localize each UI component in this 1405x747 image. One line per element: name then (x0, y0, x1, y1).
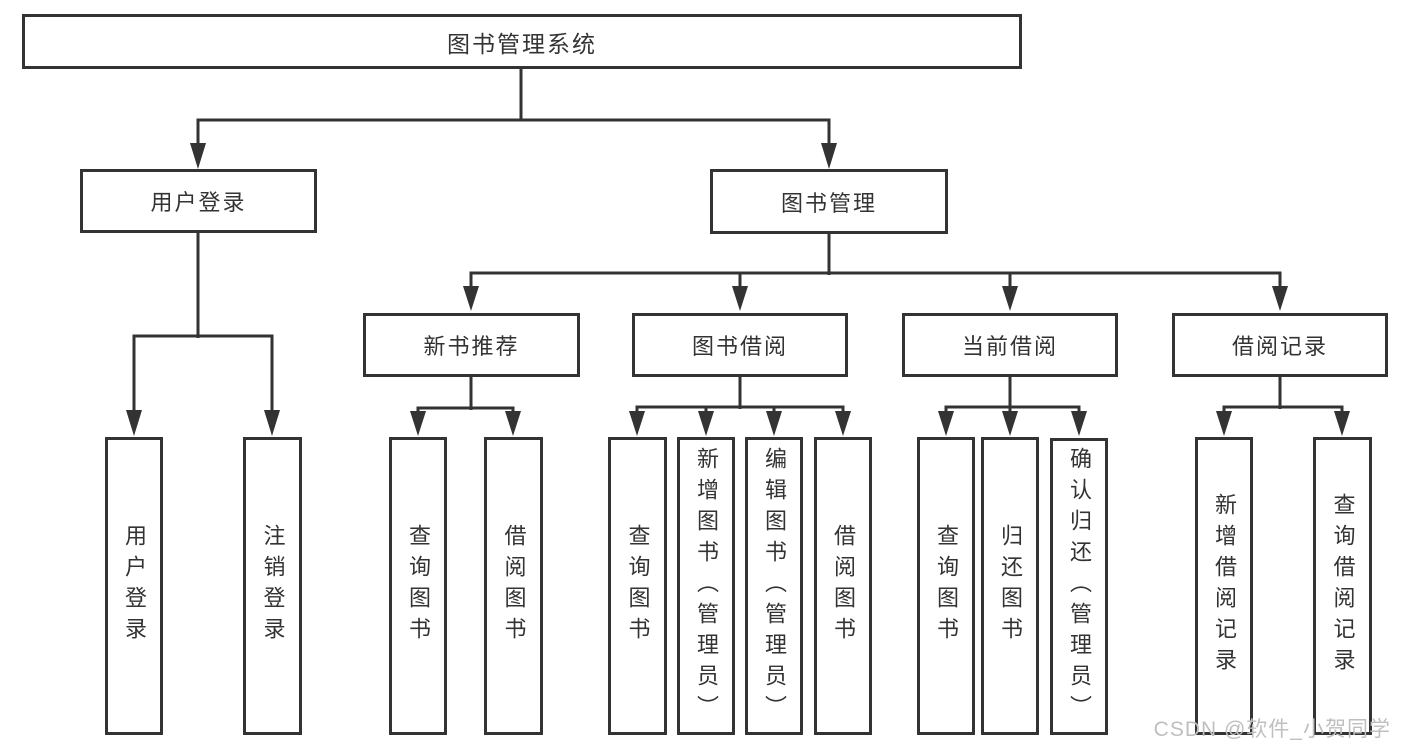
csdn-watermark: CSDN @软件_小贺同学 (1153, 718, 1391, 741)
leaf-label: 新增借阅记录 (1212, 493, 1237, 679)
leaf-label: 归还图书 (998, 524, 1023, 648)
leaf-query-book: 查询图书 (389, 437, 447, 735)
leaf-label: 注销登录 (260, 524, 286, 648)
node-current-borrow: 当前借阅 (902, 313, 1118, 377)
leaf-confirm-return-admin: 确认归还（管理员） (1050, 438, 1108, 735)
leaf-add-book-admin: 新增图书（管理员） (677, 437, 735, 735)
leaf-add-borrow-record: 新增借阅记录 (1195, 437, 1253, 735)
leaf-borrow-book: 借阅图书 (814, 437, 872, 735)
node-label: 图书管理系统 (447, 30, 597, 57)
leaf-label: 确认归还（管理员） (1067, 447, 1092, 726)
leaf-label: 借阅图书 (831, 524, 856, 648)
node-borrow-records: 借阅记录 (1172, 313, 1388, 377)
node-book-management: 图书管理 (710, 169, 948, 234)
leaf-label: 查询图书 (406, 524, 431, 648)
leaf-label: 编辑图书（管理员） (762, 446, 787, 726)
node-label: 用户登录 (150, 190, 247, 215)
node-book-borrow: 图书借阅 (632, 313, 848, 377)
leaf-edit-book-admin: 编辑图书（管理员） (745, 437, 803, 735)
node-label: 图书借阅 (691, 334, 788, 359)
node-label: 图书管理 (780, 190, 877, 216)
leaf-label: 查询图书 (625, 524, 651, 648)
leaf-label: 借阅图书 (501, 524, 527, 648)
node-label: 新书推荐 (423, 334, 520, 359)
node-user-login: 用户登录 (80, 169, 317, 233)
leaf-return-book: 归还图书 (981, 437, 1039, 735)
leaf-query-borrow-record: 查询借阅记录 (1313, 437, 1372, 735)
leaf-label: 用户登录 (122, 524, 147, 648)
leaf-logout: 注销登录 (243, 437, 302, 735)
node-label: 借阅记录 (1231, 334, 1328, 359)
leaf-user-login: 用户登录 (105, 437, 163, 735)
leaf-borrow-book: 借阅图书 (484, 437, 543, 735)
leaf-query-book: 查询图书 (608, 437, 667, 735)
leaf-label: 查询借阅记录 (1330, 493, 1356, 679)
node-new-book-recommend: 新书推荐 (363, 313, 580, 377)
node-root-system: 图书管理系统 (22, 14, 1022, 69)
leaf-label: 查询图书 (934, 524, 959, 648)
node-label: 当前借阅 (961, 334, 1058, 359)
leaf-label: 新增图书（管理员） (694, 446, 719, 726)
leaf-query-book: 查询图书 (917, 437, 975, 735)
